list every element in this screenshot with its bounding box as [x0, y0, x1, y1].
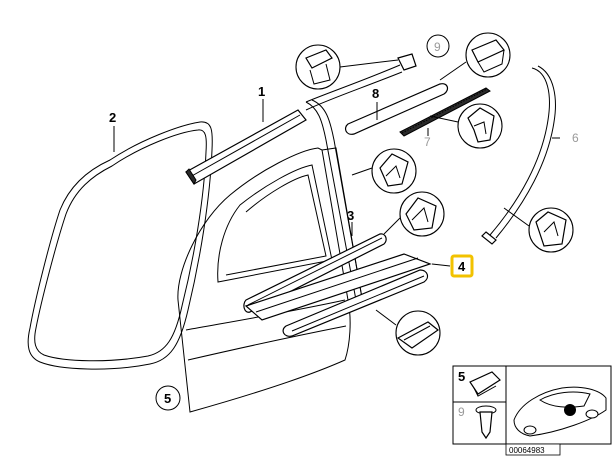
thin-seal-part-7[interactable]	[399, 87, 491, 137]
callout-5: 5	[164, 391, 171, 406]
detail-bubble-seal-profile	[429, 103, 503, 149]
callout-2[interactable]: 2	[109, 110, 116, 125]
callout-6[interactable]: 6	[572, 131, 579, 145]
inset-label-9: 9	[458, 405, 465, 419]
trim-strip-part-8[interactable]	[344, 83, 449, 135]
diagram-id: 00064983	[509, 446, 545, 455]
window-channel-part-1[interactable]	[185, 99, 363, 301]
callout-9-circle[interactable]: 9	[426, 34, 450, 58]
upper-frame-strip-part-9[interactable]	[305, 53, 417, 111]
callout-4-highlight[interactable]: 4	[450, 254, 474, 278]
detail-bubble-right-clip	[439, 32, 511, 81]
detail-bubble-curved-seal	[503, 207, 574, 253]
callout-3[interactable]: 3	[347, 208, 354, 223]
seal-loop-part-2[interactable]	[27, 121, 213, 370]
inset-panel: 5 9 00064983	[452, 365, 612, 456]
callout-5-circle[interactable]: 5	[155, 385, 181, 411]
lower-trim-part-4[interactable]	[244, 253, 432, 337]
detail-bubble-top-clip	[295, 44, 399, 90]
callout-4: 4	[458, 259, 466, 274]
inset-label-5: 5	[458, 369, 465, 384]
leader-lines	[113, 99, 560, 267]
callout-7[interactable]: 7	[424, 135, 431, 149]
detail-bubble-pillar	[351, 148, 417, 194]
callout-8[interactable]: 8	[372, 86, 379, 101]
detail-bubble-lower-trim	[375, 309, 441, 356]
callout-9: 9	[434, 40, 441, 54]
car-location-icon	[513, 386, 607, 437]
detail-bubble-belt	[383, 191, 445, 237]
curved-seal-part-6[interactable]	[481, 65, 556, 245]
belt-strip-part-3[interactable]	[243, 233, 387, 313]
callout-1[interactable]: 1	[258, 84, 265, 99]
push-pin-icon	[475, 405, 497, 440]
